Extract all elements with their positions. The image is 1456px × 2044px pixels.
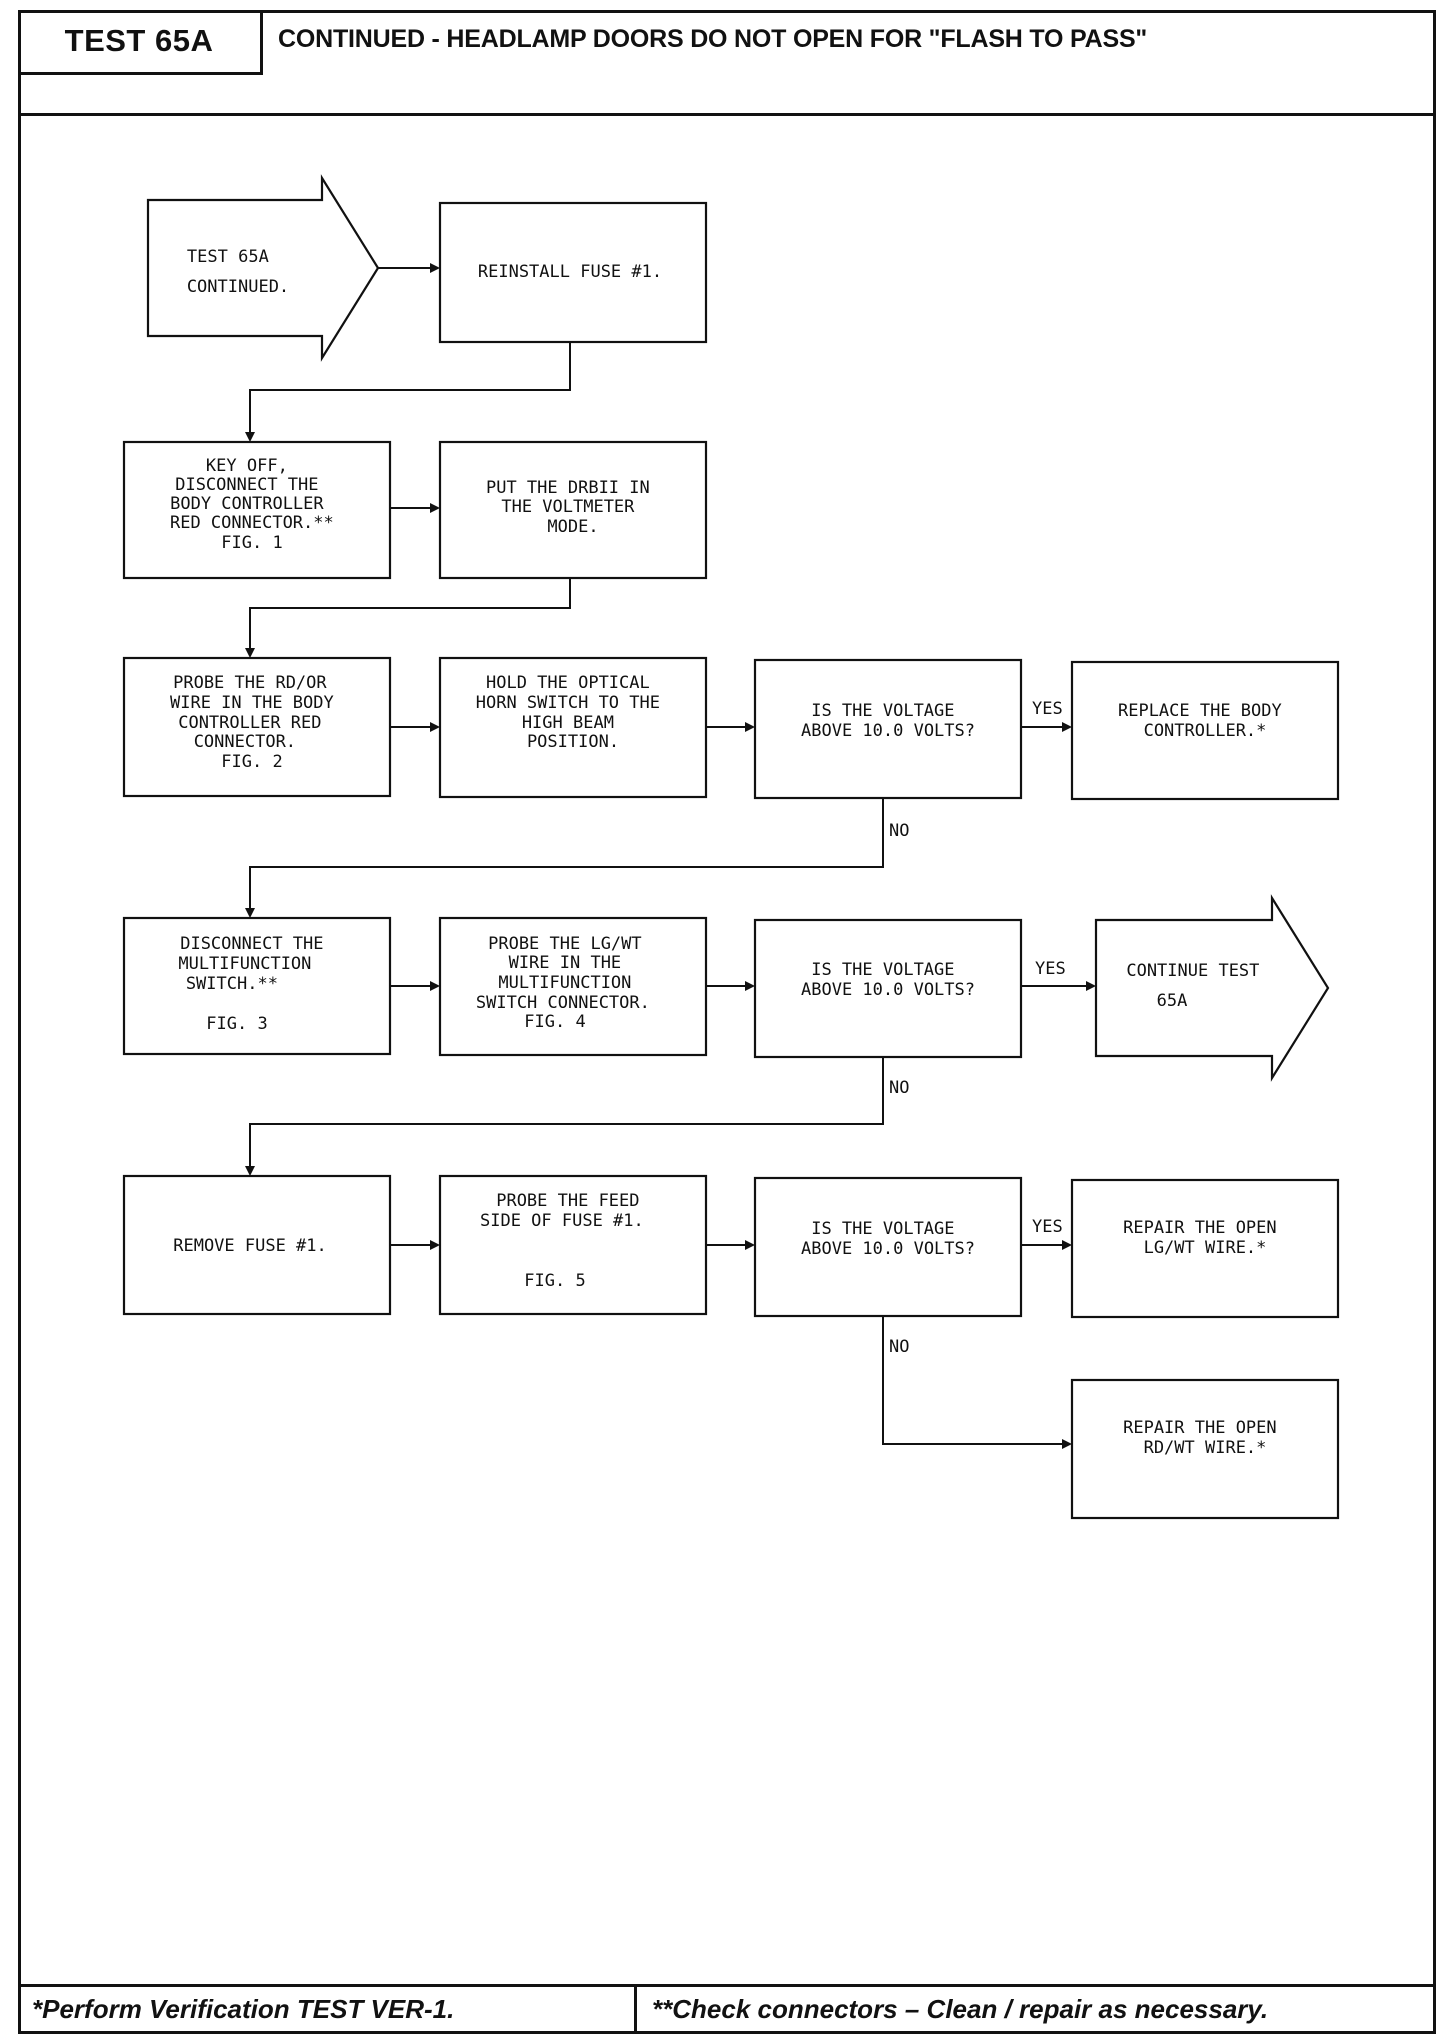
drbii-voltmeter-label: PUT THE DRBII IN THE VOLTMETER MODE. bbox=[486, 478, 660, 537]
hold-horn-box bbox=[438, 656, 708, 799]
replace-controller-label: REPLACE THE BODY CONTROLLER.* bbox=[1118, 701, 1292, 741]
remove-fuse-box bbox=[122, 1174, 392, 1316]
disconnect-multifunction-box bbox=[122, 916, 392, 1056]
reinstall-fuse-label: REINSTALL FUSE #1. bbox=[478, 262, 662, 282]
yes-label-3: YES bbox=[1032, 1217, 1063, 1237]
disconnect-multifunction-label: DISCONNECT THE MULTIFUNCTION SWITCH.** F… bbox=[178, 934, 333, 1034]
probe-feed-box bbox=[438, 1174, 708, 1316]
yes-label-2: YES bbox=[1035, 959, 1066, 979]
page-title: CONTINUED - HEADLAMP DOORS DO NOT OPEN F… bbox=[278, 25, 1148, 53]
no-label-1: NO bbox=[889, 821, 909, 841]
connector-lines bbox=[245, 263, 1096, 1449]
key-off-box bbox=[122, 440, 392, 580]
start-label: TEST 65A CONTINUED. bbox=[187, 247, 289, 297]
decision-3-box bbox=[753, 1176, 1023, 1318]
probe-lg-wt-box bbox=[438, 916, 708, 1057]
hold-horn-label: HOLD THE OPTICAL HORN SWITCH TO THE HIGH… bbox=[476, 673, 670, 752]
repair-lg-wt-box bbox=[1070, 1178, 1340, 1319]
footer-divider bbox=[634, 1984, 637, 2034]
repair-rd-wt-label: REPAIR THE OPEN RD/WT WIRE.* bbox=[1123, 1418, 1287, 1458]
decision-1-label: IS THE VOLTAGE ABOVE 10.0 VOLTS? bbox=[801, 701, 975, 741]
test-id-label: TEST 65A bbox=[18, 10, 263, 75]
verification-note: *Perform Verification TEST VER-1. bbox=[32, 1994, 455, 2024]
start-arrow-box bbox=[146, 174, 380, 362]
no-label-3: NO bbox=[889, 1337, 909, 1357]
drbii-voltmeter-box bbox=[438, 440, 708, 580]
replace-controller-box bbox=[1070, 660, 1340, 801]
probe-rd-or-label: PROBE THE RD/OR WIRE IN THE BODY CONTROL… bbox=[170, 673, 344, 772]
probe-lg-wt-label: PROBE THE LG/WT WIRE IN THE MULTIFUNCTIO… bbox=[476, 934, 660, 1032]
footer-bar bbox=[18, 1984, 1436, 2034]
yes-label-1: YES bbox=[1032, 699, 1063, 719]
connectors-note: **Check connectors – Clean / repair as n… bbox=[652, 1994, 1269, 2024]
decision-2-box bbox=[753, 918, 1023, 1059]
reinstall-fuse-box bbox=[438, 201, 708, 344]
remove-fuse-label: REMOVE FUSE #1. bbox=[173, 1236, 327, 1256]
probe-rd-or-box bbox=[122, 656, 392, 798]
continue-test-label: CONTINUE TEST 65A bbox=[1126, 961, 1269, 1011]
repair-lg-wt-label: REPAIR THE OPEN LG/WT WIRE.* bbox=[1123, 1218, 1287, 1258]
decision-3-label: IS THE VOLTAGE ABOVE 10.0 VOLTS? bbox=[801, 1219, 975, 1259]
decision-2-label: IS THE VOLTAGE ABOVE 10.0 VOLTS? bbox=[801, 960, 975, 1000]
page-frame bbox=[18, 10, 1436, 2034]
no-label-2: NO bbox=[889, 1078, 909, 1098]
decision-1-box bbox=[753, 658, 1023, 800]
continue-test-arrow-box bbox=[1094, 894, 1330, 1082]
header-bar bbox=[18, 10, 1436, 116]
repair-rd-wt-box bbox=[1070, 1378, 1340, 1520]
key-off-label: KEY OFF, DISCONNECT THE BODY CONTROLLER … bbox=[170, 456, 344, 553]
probe-feed-label: PROBE THE FEED SIDE OF FUSE #1. FIG. 5 bbox=[480, 1191, 654, 1291]
